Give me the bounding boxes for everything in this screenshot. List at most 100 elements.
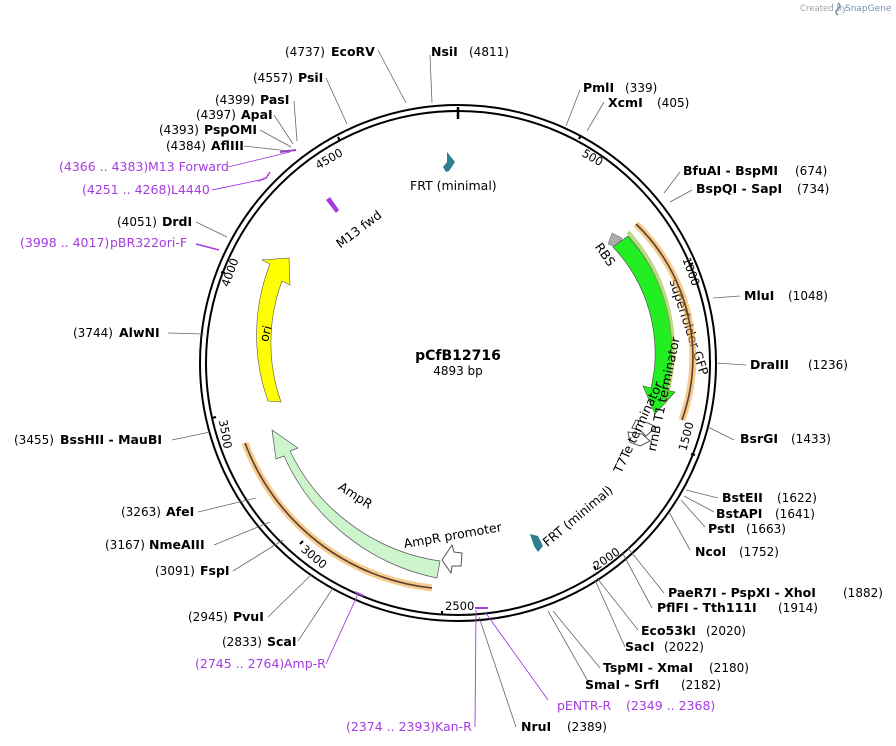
- svg-text:(4384): (4384): [166, 139, 206, 153]
- svg-text:(3744): (3744): [73, 326, 113, 340]
- svg-text:XcmI: XcmI: [608, 95, 643, 110]
- frt-bottom-label: FRT (minimal): [540, 482, 616, 549]
- site-label-drdi[interactable]: (4051)DrdI: [117, 214, 192, 229]
- svg-text:AfeI: AfeI: [166, 504, 194, 519]
- ori-arrow[interactable]: [256, 257, 291, 403]
- site-label-xcmi[interactable]: XcmI (405): [608, 95, 689, 110]
- site-label-bstapi[interactable]: BstAPI (1641): [716, 506, 815, 521]
- tick-mark-2000: 2000: [590, 545, 622, 573]
- site-label-bsteii[interactable]: BstEII (1622): [722, 490, 817, 505]
- ori-label: ori: [256, 324, 275, 344]
- tick-mark-2500: 2500: [441, 599, 474, 615]
- site-label-pasi[interactable]: (4399)PasI: [215, 92, 289, 107]
- site-label-eco53ki[interactable]: Eco53kI(2020): [641, 623, 746, 638]
- ampr-promoter-arrow[interactable]: [441, 543, 463, 575]
- site-label-bsrgi[interactable]: BsrGI(1433): [740, 431, 831, 446]
- svg-text:(3263): (3263): [121, 505, 161, 519]
- site-label-afei[interactable]: (3263) AfeI: [121, 504, 194, 519]
- svg-text:(1622): (1622): [777, 491, 817, 505]
- site-label-nrui[interactable]: NruI(2389): [521, 719, 607, 734]
- svg-text:BstEII: BstEII: [722, 490, 763, 505]
- site-label-pflfi-tth111i[interactable]: PflFI - Tth111I(1914): [657, 600, 818, 615]
- site-label-ecorv[interactable]: (4737)EcoRV: [285, 44, 375, 59]
- ampr-promoter-label: AmpR promoter: [402, 519, 503, 551]
- site-label-pmli[interactable]: PmlI(339): [583, 80, 657, 95]
- site-label-smai-srfi[interactable]: SmaI - SrfI(2182): [585, 677, 721, 692]
- svg-text:EcoRV: EcoRV: [331, 44, 375, 59]
- svg-text:Kan-R: Kan-R: [435, 719, 472, 734]
- site-connectors: [167, 49, 747, 728]
- svg-text:AflIII: AflIII: [211, 138, 244, 153]
- svg-text:1500: 1500: [676, 420, 697, 452]
- svg-text:(674): (674): [795, 164, 827, 178]
- svg-text:(405): (405): [657, 96, 689, 110]
- svg-text:L4440: L4440: [171, 182, 210, 197]
- svg-text:NmeAIII: NmeAIII: [149, 537, 205, 552]
- site-label-paer7i-pspxi-xhoi[interactable]: PaeR7I - PspXI - XhoI(1882): [668, 585, 883, 600]
- svg-text:(1882): (1882): [843, 586, 883, 600]
- m13-fwd-arrow[interactable]: [326, 197, 339, 213]
- site-label-tspmi-xmai[interactable]: TspMI - XmaI(2180): [603, 660, 749, 675]
- site-label-ncoi[interactable]: NcoI(1752): [695, 544, 779, 559]
- site-label-bspqi-sapi[interactable]: BspQI - SapI(734): [696, 181, 829, 196]
- primer-label-pbr322ori-f[interactable]: (3998 .. 4017)pBR322ori-F: [20, 235, 187, 250]
- svg-text:BstAPI: BstAPI: [716, 506, 762, 521]
- svg-text:pBR322ori-F: pBR322ori-F: [110, 235, 187, 250]
- svg-text:SmaI - SrfI: SmaI - SrfI: [585, 677, 659, 692]
- tick-mark-500: 500: [578, 134, 606, 169]
- svg-text:(1048): (1048): [788, 289, 828, 303]
- site-label-psti[interactable]: PstI(1663): [708, 521, 786, 536]
- svg-text:4500: 4500: [313, 145, 345, 172]
- frt-bottom-arrow[interactable]: [530, 534, 543, 552]
- primer-label-m13-forward[interactable]: (4366 .. 4383)M13 Forward: [59, 159, 229, 174]
- site-label-mlui[interactable]: MluI(1048): [744, 288, 828, 303]
- m13-fwd-label: M13 fwd: [333, 207, 384, 251]
- svg-text:Eco53kI: Eco53kI: [641, 623, 696, 638]
- site-label-saci[interactable]: SacI(2022): [625, 639, 704, 654]
- svg-text:2000: 2000: [590, 545, 622, 573]
- primer-amp-r-mark: [354, 591, 365, 597]
- site-label-apai[interactable]: (4397) ApaI: [196, 107, 273, 122]
- primer-label-amp-r[interactable]: (2745 .. 2764)Amp-R: [195, 656, 326, 671]
- site-label-bfuai-bspmi[interactable]: BfuAI - BspMI(674): [683, 163, 827, 178]
- primer-label-l4440[interactable]: (4251 .. 4268)L4440: [82, 182, 210, 197]
- site-label-psii[interactable]: (4557)PsiI: [253, 70, 323, 85]
- svg-text:3500: 3500: [216, 418, 235, 449]
- svg-text:BspQI - SapI: BspQI - SapI: [696, 181, 782, 196]
- site-label-fspi[interactable]: (3091)FspI: [155, 563, 230, 578]
- ampr-arrow[interactable]: [271, 429, 441, 579]
- rrnb-terminator-arrow[interactable]: [631, 419, 657, 437]
- svg-text:(4251 .. 4268): (4251 .. 4268): [82, 182, 171, 197]
- primer-l4440-mark: [257, 171, 271, 182]
- ampr-label: AmpR: [336, 479, 376, 512]
- site-label-bsshii-maubi[interactable]: (3455)BssHII - MauBI: [14, 432, 162, 447]
- site-label-alwni[interactable]: (3744)AlwNI: [73, 325, 160, 340]
- site-label-afliii[interactable]: (4384) AflIII: [166, 138, 244, 153]
- svg-text:(4397): (4397): [196, 108, 236, 122]
- svg-text:PvuI: PvuI: [233, 609, 264, 624]
- svg-text:PstI: PstI: [708, 521, 735, 536]
- svg-text:(2349 .. 2368): (2349 .. 2368): [626, 698, 715, 713]
- svg-text:ApaI: ApaI: [241, 107, 273, 122]
- svg-text:PspOMI: PspOMI: [204, 122, 257, 137]
- svg-text:DraIII: DraIII: [750, 357, 789, 372]
- site-label-draiii[interactable]: DraIII(1236): [750, 357, 848, 372]
- svg-text:(1641): (1641): [775, 507, 815, 521]
- site-label-pvui[interactable]: (2945)PvuI: [188, 609, 264, 624]
- snapgene-logo-icon: [835, 2, 841, 16]
- primer-label-kan-r[interactable]: (2374 .. 2393)Kan-R: [346, 719, 472, 734]
- svg-text:ScaI: ScaI: [267, 634, 297, 649]
- svg-text:(4393): (4393): [159, 123, 199, 137]
- svg-text:SacI: SacI: [625, 639, 655, 654]
- site-label-nmeaiii[interactable]: (3167)NmeAIII: [105, 537, 205, 552]
- site-label-nsii[interactable]: NsiI(4811): [431, 44, 509, 59]
- svg-text:pENTR-R: pENTR-R: [557, 698, 612, 713]
- site-label-scai[interactable]: (2833)ScaI: [222, 634, 297, 649]
- svg-text:(3091): (3091): [155, 564, 195, 578]
- svg-text:M13 Forward: M13 Forward: [148, 159, 229, 174]
- frt-top-arrow[interactable]: [443, 152, 455, 172]
- t7te-terminator-arrow[interactable]: [627, 431, 651, 447]
- primer-label-pentr-r[interactable]: pENTR-R (2349 .. 2368): [557, 698, 715, 713]
- site-label-pspomi[interactable]: (4393) PspOMI: [159, 122, 257, 137]
